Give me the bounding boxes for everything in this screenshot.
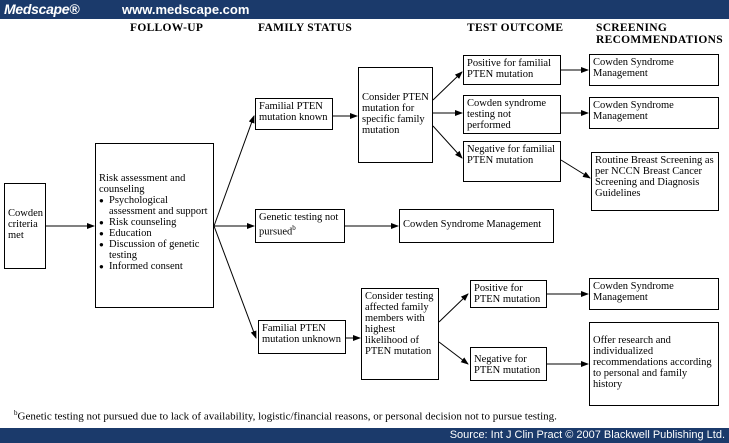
node-positive-pten: Positive for PTEN mutation	[470, 280, 547, 308]
node-routine-screening-text: Routine Breast Screening as per NCCN Bre…	[595, 155, 714, 199]
node-cowden-not-performed-text: Cowden syndrome testing not performed	[467, 98, 547, 131]
node-familial-unknown-text: Familial PTEN mutation unknown	[262, 323, 342, 345]
node-csm-1: Cowden Syndrome Management	[589, 54, 719, 86]
footnote-sup: b	[14, 409, 18, 417]
medscape-logo: Medscape®	[4, 1, 80, 17]
arrow-risk-to-unknown	[213, 225, 257, 339]
node-risk-assessment: Risk assessment and counseling Psycholog…	[95, 143, 214, 308]
node-negative-pten-text: Negative for PTEN mutation	[474, 354, 541, 376]
node-cowden-criteria: Cowden criteria met	[4, 183, 46, 269]
node-csm-2: Cowden Syndrome Management	[589, 97, 719, 129]
arrow-testing-to-positive	[438, 293, 469, 323]
arrow-risk-to-known	[213, 115, 255, 227]
node-csm-mid: Cowden Syndrome Management	[399, 209, 554, 243]
footnote-text: Genetic testing not pursued due to lack …	[17, 410, 557, 423]
risk-item: Risk counseling	[99, 217, 210, 228]
node-negative-pten: Negative for PTEN mutation	[470, 347, 547, 381]
risk-item: Education	[99, 228, 210, 239]
node-routine-screening: Routine Breast Screening as per NCCN Bre…	[591, 152, 719, 211]
bottom-banner: Source: Int J Clin Pract © 2007 Blackwel…	[0, 428, 729, 443]
node-offer-research: Offer research and individualized recomm…	[589, 322, 719, 406]
arrow-consider-to-negative	[432, 125, 463, 159]
node-positive-familial: Positive for familial PTEN mutation	[463, 55, 561, 85]
node-risk-assessment-title: Risk assessment and counseling	[99, 173, 186, 195]
node-offer-research-text: Offer research and individualized recomm…	[593, 335, 712, 390]
site-url[interactable]: www.medscape.com	[122, 2, 250, 17]
node-negative-familial-text: Negative for familial PTEN mutation	[467, 144, 556, 166]
node-consider-pten: Consider PTEN mutation for specific fami…	[358, 67, 433, 163]
col-header-family-status: FAMILY STATUS	[258, 22, 353, 34]
arrow-testing-to-negative	[438, 341, 469, 365]
col-header-followup: FOLLOW-UP	[130, 22, 204, 34]
node-consider-testing: Consider testing affected family members…	[361, 288, 439, 380]
node-genetic-not-pursued: Genetic testing not pursuedb	[255, 209, 345, 243]
node-csm-2-text: Cowden Syndrome Management	[593, 100, 674, 122]
node-cowden-not-performed: Cowden syndrome testing not performed	[463, 95, 561, 134]
node-csm-1-text: Cowden Syndrome Management	[593, 57, 674, 79]
node-csm-3-text: Cowden Syndrome Management	[593, 281, 674, 303]
col-header-screening: SCREENING RECOMMENDATIONS	[596, 22, 723, 46]
node-familial-known: Familial PTEN mutation known	[255, 98, 333, 130]
risk-item: Psychological assessment and support	[99, 195, 210, 217]
col-header-screening-line2: RECOMMENDATIONS	[596, 34, 723, 46]
node-familial-known-text: Familial PTEN mutation known	[259, 101, 328, 123]
node-consider-testing-text: Consider testing affected family members…	[365, 291, 434, 357]
node-familial-unknown: Familial PTEN mutation unknown	[258, 320, 346, 354]
risk-item: Informed consent	[99, 261, 210, 272]
risk-item: Discussion of genetic testing	[99, 239, 210, 261]
node-positive-familial-text: Positive for familial PTEN mutation	[467, 58, 551, 80]
arrow-negative-to-routine	[560, 159, 591, 179]
node-positive-pten-text: Positive for PTEN mutation	[474, 283, 541, 305]
arrow-consider-to-positive	[432, 71, 463, 101]
source-credit: Source: Int J Clin Pract © 2007 Blackwel…	[449, 429, 725, 441]
footnote-marker: b	[292, 224, 296, 232]
node-consider-pten-text: Consider PTEN mutation for specific fami…	[362, 92, 429, 136]
node-genetic-not-pursued-text: Genetic testing not pursued	[259, 212, 339, 238]
col-header-screening-line1: SCREENING	[596, 22, 668, 34]
node-cowden-criteria-text: Cowden criteria met	[8, 208, 43, 241]
top-banner: Medscape® www.medscape.com	[0, 0, 729, 19]
col-header-test-outcome: TEST OUTCOME	[467, 22, 564, 34]
node-negative-familial: Negative for familial PTEN mutation	[463, 141, 561, 182]
node-csm-3: Cowden Syndrome Management	[589, 278, 719, 310]
risk-assessment-list: Psychological assessment and support Ris…	[99, 195, 210, 272]
node-csm-mid-text: Cowden Syndrome Management	[403, 219, 542, 230]
footnote: bGenetic testing not pursued due to lack…	[14, 409, 557, 423]
